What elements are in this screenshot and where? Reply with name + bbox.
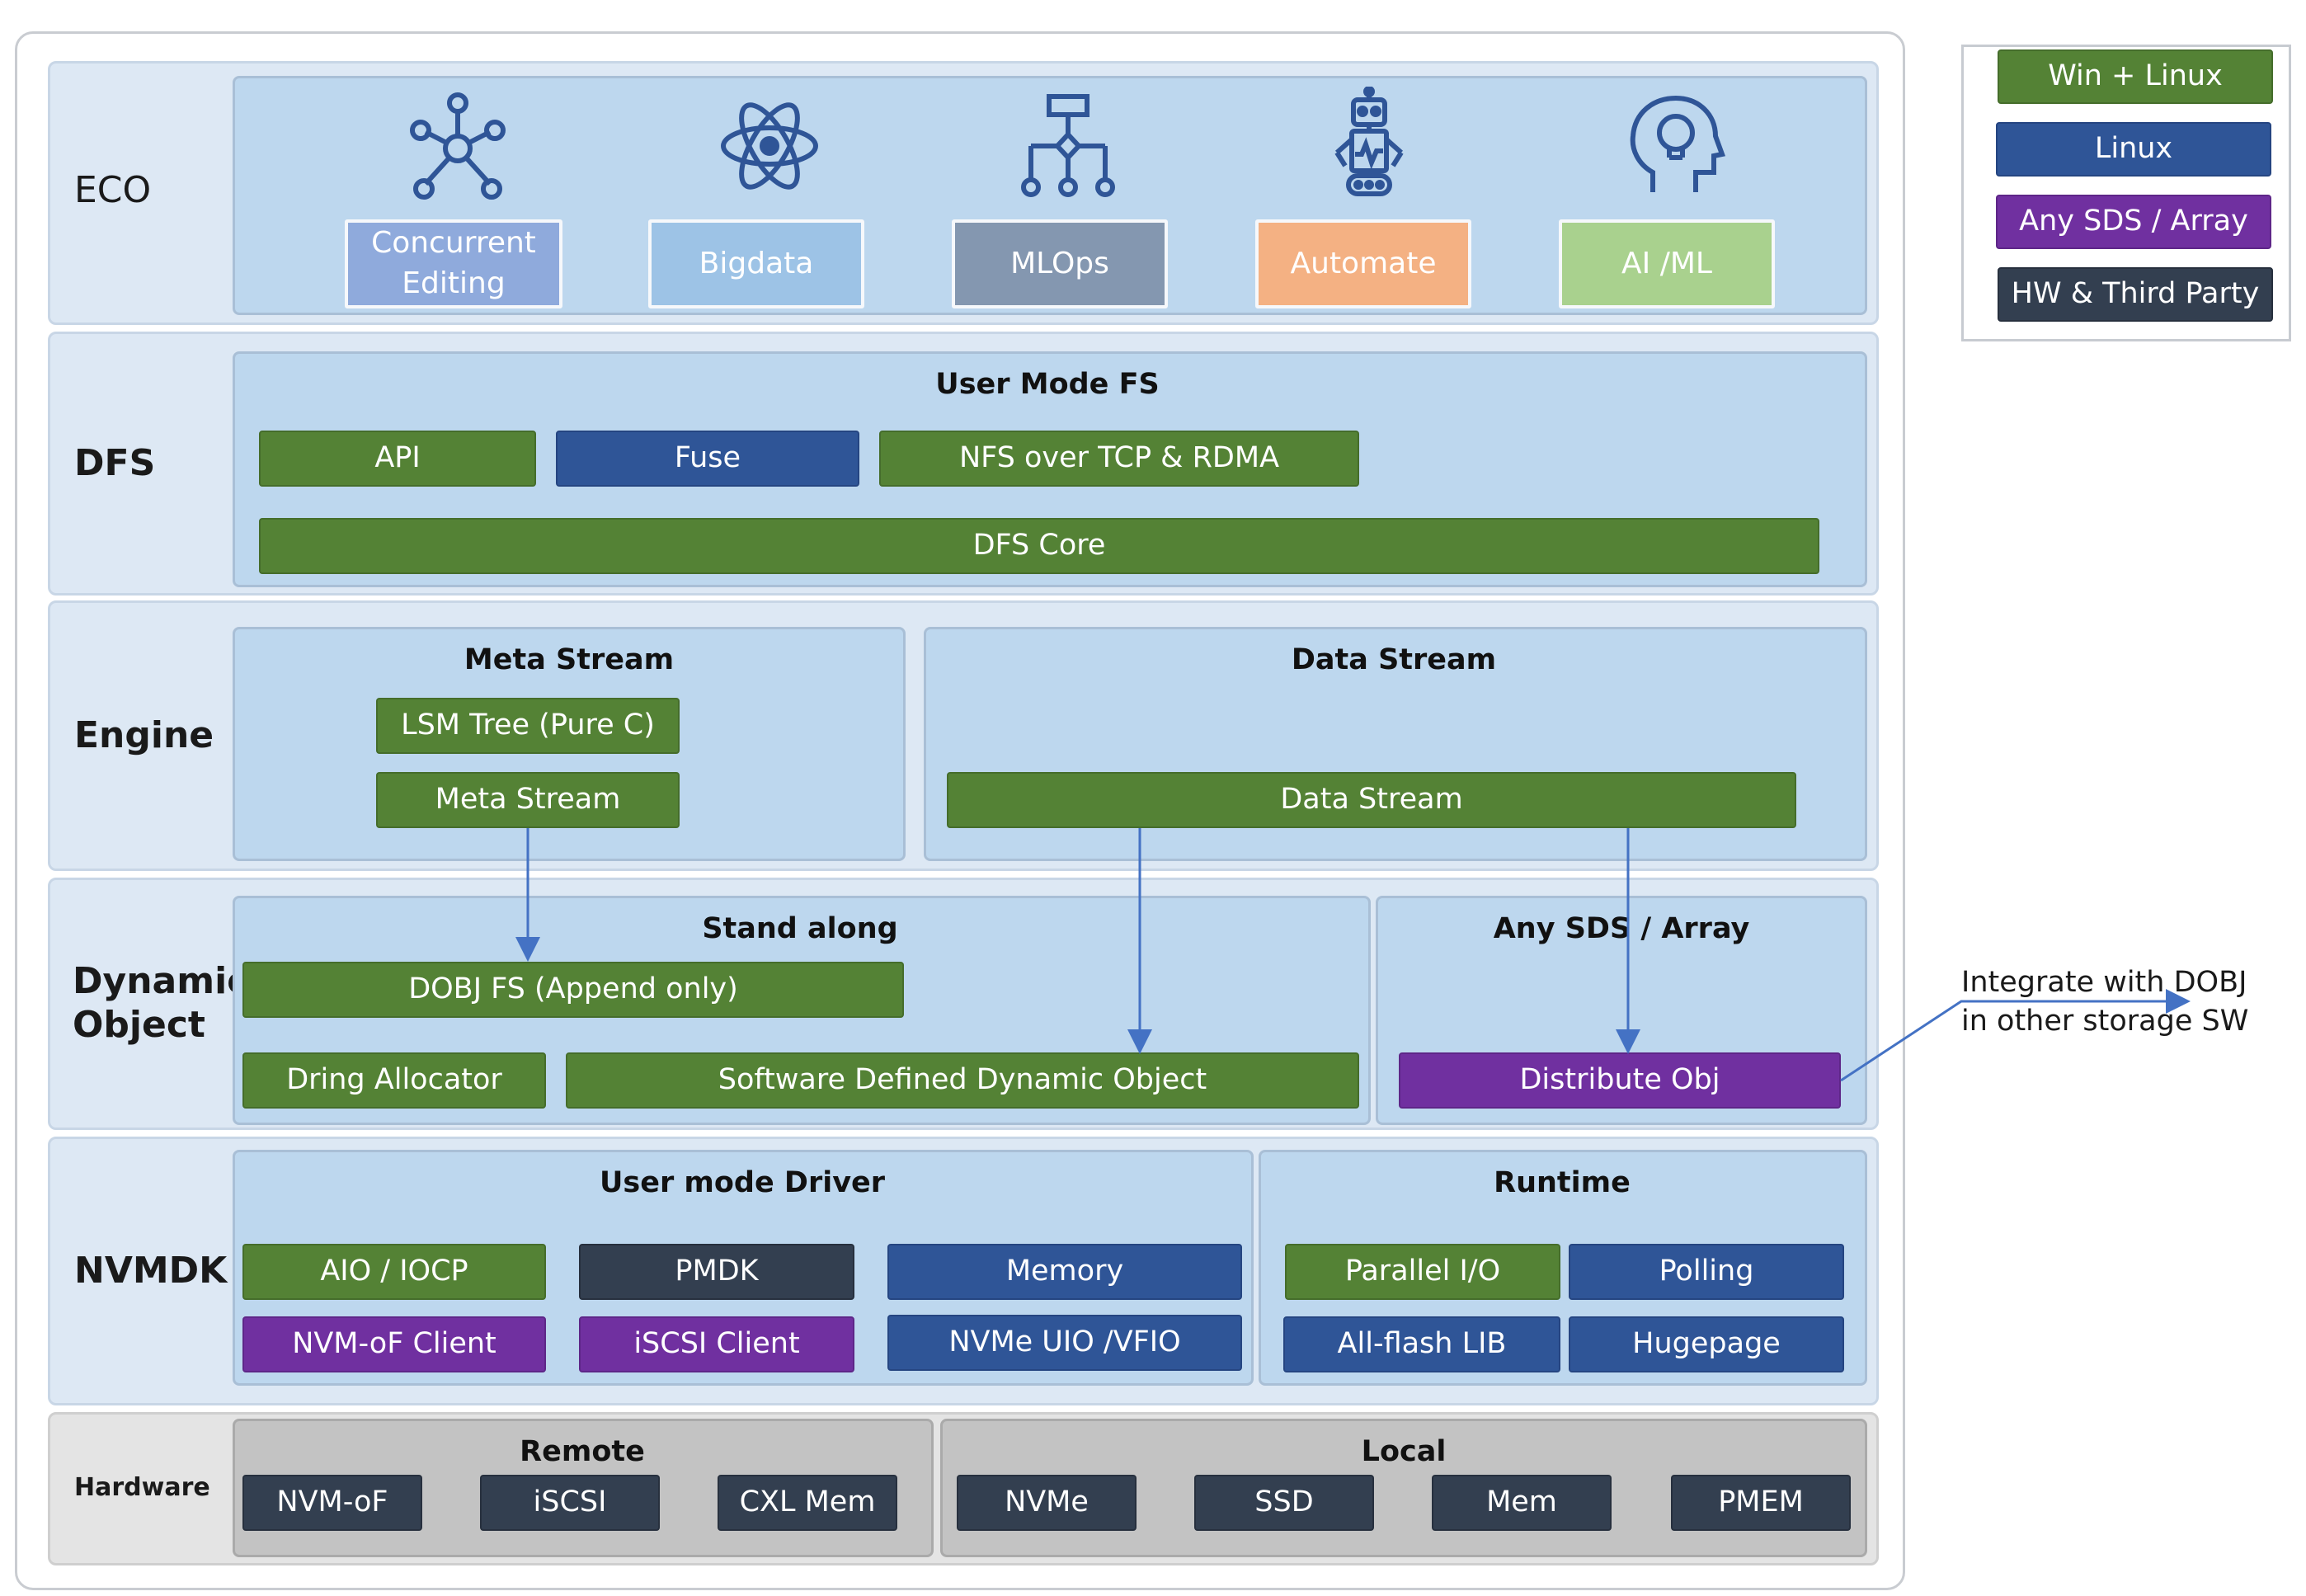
integrate-note-line1: Integrate with DOBJ	[1961, 966, 2247, 999]
hw-iscsi: iSCSI	[480, 1475, 660, 1531]
memory: Memory	[887, 1244, 1242, 1300]
nvmdk-layer-label: NVMDK	[74, 1250, 228, 1292]
iscsi-client: iSCSI Client	[579, 1316, 854, 1372]
dring-allocator: Dring Allocator	[242, 1052, 546, 1109]
robot-icon	[1334, 87, 1404, 196]
dfs-api: API	[259, 431, 536, 487]
remote-title: Remote	[520, 1435, 645, 1468]
eco-ai-ml: AI /ML	[1559, 219, 1775, 308]
user-mode-fs-title: User Mode FS	[935, 368, 1160, 401]
aio-iocp: AIO / IOCP	[242, 1244, 546, 1300]
user-mode-driver-title: User mode Driver	[599, 1166, 886, 1199]
eco-bigdata: Bigdata	[648, 219, 864, 308]
legend-linux: Linux	[1996, 122, 2271, 177]
network-hub-icon	[410, 92, 506, 200]
hardware-layer-label: Hardware	[74, 1473, 210, 1502]
eco-automate: Automate	[1255, 219, 1471, 308]
eco-layer-label: ECO	[74, 169, 152, 211]
legend-win-linux: Win + Linux	[1998, 49, 2273, 104]
legend-any-sds: Any SDS / Array	[1996, 195, 2271, 249]
distribute-obj: Distribute Obj	[1399, 1052, 1841, 1109]
parallel-io: Parallel I/O	[1285, 1244, 1560, 1300]
lsm-tree: LSM Tree (Pure C)	[376, 698, 680, 754]
hw-pmem: PMEM	[1671, 1475, 1851, 1531]
integrate-note: Integrate with DOBJ in other storage SW	[1961, 963, 2248, 1042]
integrate-note-line2: in other storage SW	[1961, 1005, 2249, 1038]
eco-concurrent-editing: Concurrent Editing	[345, 219, 562, 308]
nvme-uio-vfio: NVMe UIO /VFIO	[887, 1315, 1242, 1371]
runtime-title: Runtime	[1494, 1166, 1631, 1199]
dfs-layer-label: DFS	[74, 442, 156, 484]
local-title: Local	[1361, 1435, 1447, 1468]
dfs-core: DFS Core	[259, 518, 1819, 574]
any-sds-title: Any SDS / Array	[1493, 912, 1750, 945]
meta-stream-box: Meta Stream	[376, 772, 680, 828]
dynamic-object-label: Dynamic Object	[73, 960, 248, 1048]
all-flash-lib: All-flash LIB	[1283, 1316, 1560, 1372]
dynamic-object-label-line1: Dynamic	[73, 960, 249, 1002]
legend-hw-third-party: HW & Third Party	[1998, 267, 2273, 322]
data-stream-title: Data Stream	[1291, 643, 1497, 676]
head-lightbulb-icon	[1630, 95, 1726, 192]
stand-along-title: Stand along	[702, 912, 898, 945]
data-stream-box: Data Stream	[947, 772, 1796, 828]
pmdk: PMDK	[579, 1244, 854, 1300]
hw-nvmof: NVM-oF	[242, 1475, 422, 1531]
eco-mlops: MLOps	[952, 219, 1168, 308]
hw-ssd: SSD	[1194, 1475, 1374, 1531]
hw-cxl-mem: CXL Mem	[718, 1475, 897, 1531]
nvmof-client: NVM-oF Client	[242, 1316, 546, 1372]
meta-stream-title: Meta Stream	[464, 643, 675, 676]
dfs-fuse: Fuse	[556, 431, 859, 487]
hw-nvme: NVMe	[957, 1475, 1137, 1531]
engine-layer-label: Engine	[74, 714, 214, 756]
dynamic-object-label-line2: Object	[73, 1003, 205, 1046]
dfs-nfs: NFS over TCP & RDMA	[879, 431, 1359, 487]
sddo-box: Software Defined Dynamic Object	[566, 1052, 1359, 1109]
hw-mem: Mem	[1432, 1475, 1612, 1531]
polling: Polling	[1569, 1244, 1844, 1300]
atom-icon	[721, 102, 818, 190]
hugepage: Hugepage	[1569, 1316, 1844, 1372]
dobj-fs: DOBJ FS (Append only)	[242, 962, 904, 1018]
flowchart-icon	[1021, 94, 1115, 197]
